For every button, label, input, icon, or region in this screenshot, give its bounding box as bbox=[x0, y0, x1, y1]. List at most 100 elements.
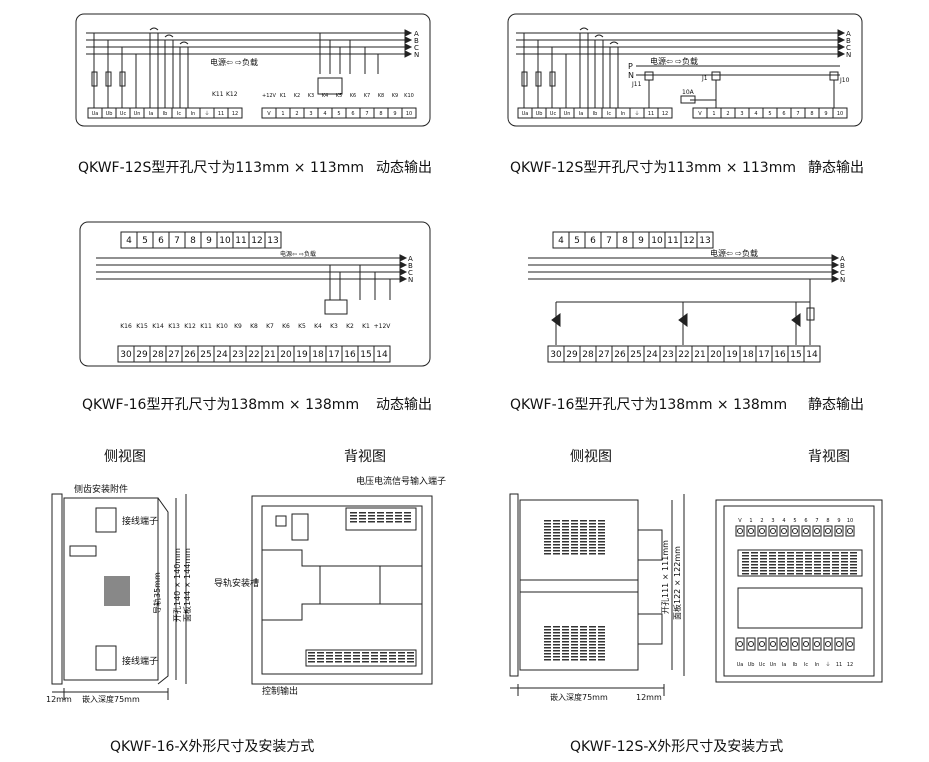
vent-slot bbox=[580, 532, 587, 534]
vent-slot bbox=[598, 659, 605, 661]
screw-head bbox=[759, 641, 765, 647]
d3-k-label: K6 bbox=[282, 323, 290, 330]
screw-head bbox=[748, 641, 754, 647]
vent-slot bbox=[553, 626, 560, 628]
vent-slot bbox=[742, 567, 749, 569]
caption-back-view-right: 背视图 bbox=[808, 449, 850, 465]
vent-slot bbox=[787, 570, 794, 572]
vent-slot bbox=[553, 656, 560, 658]
connector-pin bbox=[359, 518, 366, 520]
vent-slot bbox=[778, 573, 785, 575]
d2-left-terminal-label: Un bbox=[564, 111, 571, 117]
connector-pin bbox=[389, 658, 396, 660]
vent-slot bbox=[823, 558, 830, 560]
d1-left-terminal-label: Ic bbox=[177, 111, 181, 117]
d3-top-terminal-label: 4 bbox=[126, 236, 132, 246]
d4-bottom-terminal-label: 30 bbox=[550, 350, 562, 360]
connector-pin bbox=[398, 661, 405, 663]
vent-slot bbox=[787, 564, 794, 566]
vent-slot bbox=[580, 644, 587, 646]
connector-pin bbox=[335, 661, 342, 663]
vent-slot bbox=[787, 573, 794, 575]
vent-slot bbox=[778, 558, 785, 560]
d1-left-terminal-label: Ia bbox=[149, 111, 154, 117]
connector-pin bbox=[386, 512, 393, 514]
vent-slot bbox=[553, 650, 560, 652]
d3-k-label: K1 bbox=[362, 323, 370, 330]
terminal-screw bbox=[812, 525, 822, 537]
d1-left-terminal-label: 11 bbox=[218, 111, 224, 117]
d4-top-terminal-label: 6 bbox=[590, 236, 596, 246]
vent-slot bbox=[598, 538, 605, 540]
connector-pin bbox=[350, 521, 357, 523]
caption-bottom-right: QKWF-12S-X外形尺寸及安装方式 bbox=[570, 739, 784, 755]
vent-slot bbox=[760, 564, 767, 566]
vent-slot bbox=[544, 656, 551, 658]
d3-top-terminal-label: 5 bbox=[142, 236, 148, 246]
vent-slot bbox=[832, 555, 839, 557]
vent-slot bbox=[778, 567, 785, 569]
mr-bottom-term-label: Ia bbox=[782, 662, 787, 668]
caption-d4-model: QKWF-16型开孔尺寸为138mm × 138mm bbox=[510, 397, 788, 413]
d1-right-terminal-label: 2 bbox=[295, 111, 298, 117]
d3-bottom-terminal-label: 26 bbox=[184, 350, 196, 360]
mr-bottom-term-label: Ib bbox=[793, 662, 798, 668]
terminal-screw bbox=[735, 525, 745, 537]
d1-left-terminal-label: Un bbox=[134, 111, 141, 117]
vent-slot bbox=[814, 567, 821, 569]
vent-slot bbox=[760, 567, 767, 569]
vent-slot bbox=[580, 526, 587, 528]
connector-pin bbox=[404, 512, 411, 514]
vent-slot bbox=[589, 644, 596, 646]
mr-top-term-label: 8 bbox=[826, 518, 829, 524]
vent-slot bbox=[832, 570, 839, 572]
vent-slot bbox=[805, 573, 812, 575]
d4-bottom-terminal-label: 25 bbox=[630, 350, 641, 360]
d1-flow-label: 电源⇦ ⇨负载 bbox=[210, 57, 258, 67]
d1-right-terminal-label: 8 bbox=[379, 111, 382, 117]
d4-bottom-terminal-label: 27 bbox=[598, 350, 609, 360]
vent-slot bbox=[832, 564, 839, 566]
connector-pin bbox=[359, 512, 366, 514]
vent-slot bbox=[589, 632, 596, 634]
vent-slot bbox=[562, 629, 569, 631]
vent-slot bbox=[850, 552, 857, 554]
vent-slot bbox=[805, 552, 812, 554]
d1-k-label: K2 bbox=[294, 93, 300, 99]
vent-slot bbox=[589, 520, 596, 522]
connector-pin bbox=[380, 652, 387, 654]
vent-slot bbox=[787, 552, 794, 554]
d3-bottom-terminal-label: 18 bbox=[312, 350, 324, 360]
vent-slot bbox=[544, 523, 551, 525]
phase-label: C bbox=[414, 44, 419, 52]
vent-slot bbox=[571, 635, 578, 637]
vent-slot bbox=[580, 650, 587, 652]
d1-k12-label: K12 bbox=[226, 91, 238, 98]
vent-slot bbox=[580, 544, 587, 546]
vent-slot bbox=[778, 561, 785, 563]
terminal-screw bbox=[823, 525, 833, 537]
vent-slot bbox=[814, 558, 821, 560]
screw-head bbox=[792, 641, 798, 647]
vent-slot bbox=[562, 529, 569, 531]
vent-slot bbox=[751, 555, 758, 557]
vent-slot bbox=[571, 547, 578, 549]
vent-slot bbox=[589, 550, 596, 552]
vent-slot bbox=[796, 561, 803, 563]
d3-top-terminal-cell bbox=[264, 231, 282, 249]
vent-slot bbox=[553, 635, 560, 637]
vent-slot bbox=[580, 550, 587, 552]
vent-slot bbox=[832, 573, 839, 575]
vent-slot bbox=[787, 567, 794, 569]
mr-bottom-term-label: Uc bbox=[759, 662, 766, 668]
vent-slot bbox=[769, 567, 776, 569]
connector-pin bbox=[308, 655, 315, 657]
vent-slot bbox=[598, 520, 605, 522]
connector-pin bbox=[350, 512, 357, 514]
vent-slot bbox=[562, 526, 569, 528]
d3-frame bbox=[79, 221, 431, 367]
d4-top-terminal-label: 11 bbox=[667, 236, 678, 246]
side-view-right bbox=[509, 493, 519, 677]
screw-head bbox=[781, 641, 787, 647]
vent-slot bbox=[598, 626, 605, 628]
